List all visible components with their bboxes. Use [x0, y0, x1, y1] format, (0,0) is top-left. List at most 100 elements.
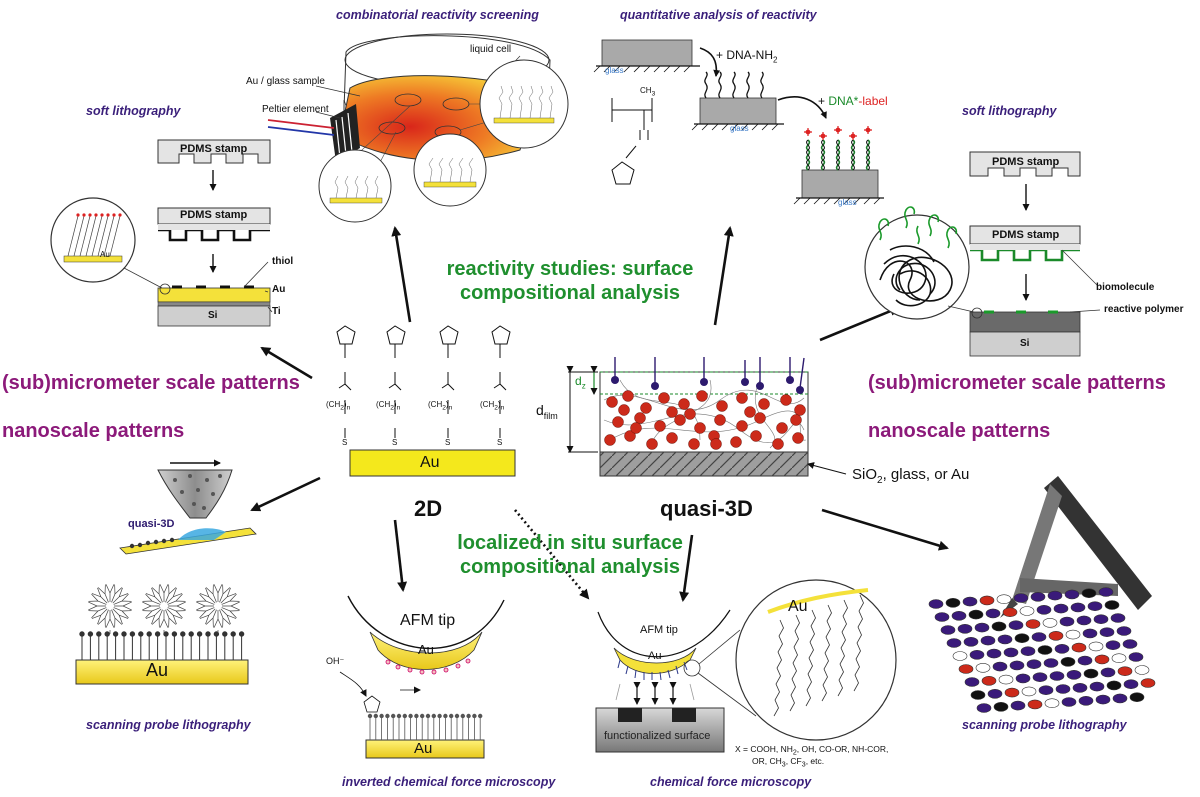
- polymer-bead: [750, 430, 762, 442]
- polymer-bead: [666, 406, 678, 418]
- pattern-dot: [1038, 685, 1054, 696]
- polymer-bead: [790, 414, 802, 426]
- dendrimer-branch: [221, 607, 240, 619]
- pattern-dot: [1116, 626, 1132, 636]
- head-group: [171, 631, 178, 637]
- pattern-dot: [1049, 671, 1065, 681]
- caption-soft-litho-left: soft lithography: [86, 104, 181, 118]
- label-glass-2: glass: [730, 124, 749, 133]
- label-reactive-polymer: reactive polymer: [1104, 304, 1184, 315]
- pattern-dot: [1072, 682, 1088, 693]
- microscope-cantilever-icon: [1044, 476, 1152, 610]
- pattern-dot: [952, 651, 968, 661]
- dendrimer-branch: [159, 584, 169, 602]
- label-au-glass: Au / glass sample: [246, 76, 325, 87]
- label-pdms-stamp-3: PDMS stamp: [992, 156, 1060, 168]
- head-group: [437, 713, 442, 719]
- polymer-beads: [604, 390, 806, 450]
- head-group: [391, 713, 396, 719]
- head-group: [79, 631, 85, 637]
- pattern-dot: [1123, 679, 1139, 690]
- pattern-dot: [928, 599, 944, 609]
- pattern-dot: [1030, 591, 1046, 602]
- pattern-dot: [1095, 694, 1111, 705]
- head-group: [420, 713, 425, 719]
- arrow-icon: [393, 519, 408, 592]
- label-dfilm: dfilm: [536, 402, 558, 421]
- pattern-dot: [1026, 659, 1042, 670]
- pattern-dot: [1047, 590, 1063, 601]
- pattern-dot: [945, 597, 961, 608]
- polymer-bead: [710, 438, 722, 450]
- pattern-dot: [1128, 652, 1144, 662]
- dendrimer-branch: [220, 608, 237, 625]
- polymer-bead: [674, 414, 686, 426]
- head-group: [238, 631, 245, 637]
- head-group: [414, 713, 419, 719]
- pattern-dot: [958, 664, 974, 674]
- label-ch2n-4: (CH2)n: [480, 400, 505, 412]
- inverted-cfm: [339, 595, 505, 759]
- polymer-bead: [696, 390, 708, 402]
- pattern-dot: [1104, 600, 1120, 610]
- label-2d: 2D: [414, 496, 443, 521]
- pattern-dot: [979, 595, 995, 606]
- pattern-dot: [1020, 646, 1036, 657]
- pattern-dot: [986, 648, 1002, 659]
- pattern-dot: [993, 701, 1009, 712]
- dendrimer-branch: [166, 587, 183, 604]
- pattern-dot: [951, 610, 967, 621]
- pattern-dot: [1129, 692, 1145, 703]
- dendrimer-branch: [145, 587, 162, 604]
- pattern-dot: [1106, 680, 1122, 691]
- pattern-dot: [1065, 629, 1081, 640]
- label-substrate: SiO2, glass, or Au: [852, 466, 970, 486]
- arrow-icon: [260, 346, 313, 380]
- head-group: [367, 713, 373, 719]
- pattern-dot: [1083, 668, 1099, 679]
- head-group: [449, 713, 454, 719]
- dendrimer-branch: [220, 587, 237, 604]
- label-s-2: S: [392, 438, 398, 447]
- polymer-bead: [618, 404, 630, 416]
- polymer-bead: [776, 422, 788, 434]
- pattern-dot: [1077, 655, 1093, 666]
- pattern-dot: [969, 649, 985, 660]
- alkyl-chain: [805, 609, 816, 707]
- dendrimer-branch: [213, 610, 223, 628]
- label-x-list-2: OR, CH3, CF3, etc.: [752, 756, 825, 769]
- polymer-film-quasi3d: [566, 357, 847, 477]
- polymer-bead: [612, 416, 624, 428]
- label-biomolecule: biomolecule: [1096, 282, 1155, 293]
- heading-right-nano: nanoscale patterns: [868, 420, 1051, 442]
- pattern-dot: [1082, 628, 1098, 639]
- pattern-dot: [1014, 633, 1030, 644]
- dendrimer-branch: [196, 607, 215, 619]
- pattern-dot: [1031, 632, 1047, 642]
- pattern-dot: [946, 638, 962, 648]
- pattern-dot: [1111, 653, 1127, 664]
- pattern-dot: [1061, 697, 1077, 707]
- dendrimer-branch: [88, 607, 107, 619]
- heading-right-sub: (sub)micrometer scale patterns: [868, 372, 1166, 394]
- polymer-bead: [736, 420, 748, 432]
- dendrimer-branch: [159, 610, 169, 628]
- pattern-dot: [1076, 615, 1092, 626]
- dendrimer-branch: [142, 607, 161, 619]
- label-si-left: Si: [208, 310, 218, 321]
- pattern-dot: [1055, 684, 1071, 694]
- dendrimer-branch: [165, 609, 177, 628]
- dendrimer-branch: [151, 584, 163, 603]
- head-group: [466, 713, 471, 719]
- polymer-bead: [772, 438, 784, 450]
- dendrimer-branch: [222, 601, 240, 611]
- heading-localized-2: compositional analysis: [459, 556, 681, 578]
- label-dna-star: + DNA*-label: [818, 94, 888, 108]
- dendrimer-branch: [168, 601, 186, 611]
- arrow-icon: [391, 226, 412, 323]
- caption-cfm: chemical force microscopy: [650, 775, 812, 789]
- head-group: [112, 631, 119, 637]
- head-group: [230, 631, 236, 637]
- polymer-bead: [716, 400, 728, 412]
- head-group: [196, 631, 203, 637]
